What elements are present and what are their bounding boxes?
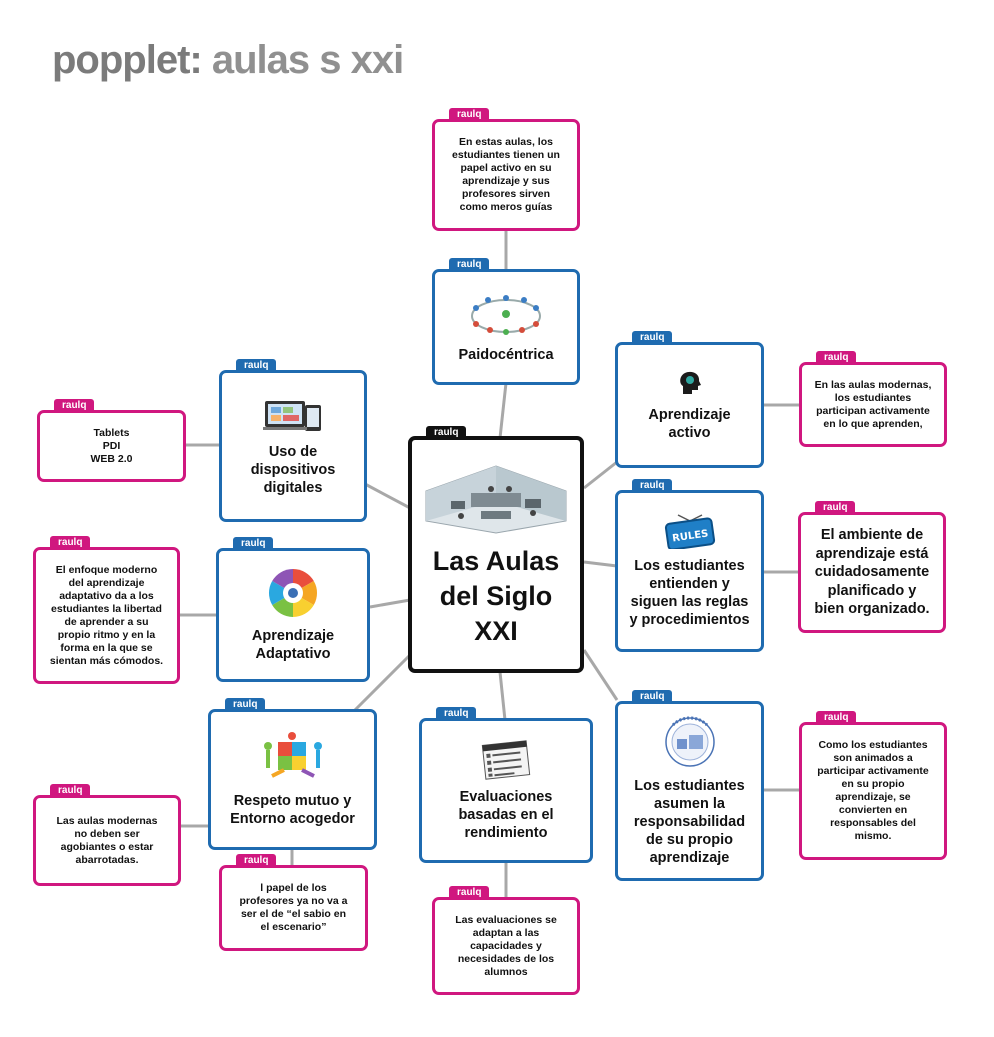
devices-image bbox=[263, 401, 321, 431]
note-dispositivos-text: Tablets PDI WEB 2.0 bbox=[90, 426, 133, 465]
link-center-dispositivos bbox=[364, 482, 411, 510]
note-evaluaciones[interactable]: raulq Las evaluaciones se adaptan a las … bbox=[432, 886, 580, 995]
author-tag: raulq bbox=[50, 536, 91, 550]
node-paidocentrica[interactable]: raulq Paidocéntrica bbox=[432, 258, 580, 385]
node-reglas-label: Los estudiantes entienden y siguen las r… bbox=[629, 558, 750, 628]
responsibility-seal-icon bbox=[664, 716, 715, 767]
note-aprendizaje-activo-text: En las aulas modernas, los estudiantes p… bbox=[814, 378, 932, 430]
node-dispositivos-label: Uso de dispositivos digitales bbox=[250, 444, 336, 496]
author-tag: raulq bbox=[632, 331, 673, 345]
link-center-activo bbox=[583, 460, 618, 490]
central-node-title: Las Aulas del Siglo XXI bbox=[432, 545, 560, 646]
note-aprendizaje-activo[interactable]: raulq En las aulas modernas, los estudia… bbox=[799, 351, 947, 447]
link-center-reglas bbox=[583, 560, 618, 568]
note-responsables-text: Como los estudiantes son animados a part… bbox=[817, 739, 929, 842]
svg-text:RULES: RULES bbox=[671, 529, 708, 545]
author-tag: raulq bbox=[816, 351, 857, 365]
note-respeto-left[interactable]: raulq Las aulas modernas no deben ser ag… bbox=[33, 784, 181, 886]
node-respeto-label: Respeto mutuo y Entorno acogedor bbox=[230, 792, 355, 827]
classroom-image bbox=[421, 460, 571, 536]
rules-sign-icon: RULES bbox=[664, 514, 715, 549]
note-reglas[interactable]: raulq El ambiente de aprendizaje está cu… bbox=[798, 501, 946, 633]
note-adaptativo[interactable]: raulq El enfoque moderno del aprendizaje… bbox=[33, 536, 180, 684]
node-aprendizaje-activo[interactable]: raulq Aprendizaje activo bbox=[615, 331, 764, 468]
node-aprendizaje-activo-label: Aprendizaje activo bbox=[648, 407, 731, 441]
puzzle-people-icon bbox=[263, 731, 322, 778]
author-tag: raulq bbox=[816, 711, 857, 725]
rating-sheet-icon bbox=[481, 739, 531, 780]
note-responsables[interactable]: raulq Como los estudiantes son animados … bbox=[799, 711, 947, 860]
node-paidocentrica-label: Paidocéntrica bbox=[458, 347, 554, 363]
author-tag: raulq bbox=[50, 784, 91, 798]
note-dispositivos[interactable]: raulq Tablets PDI WEB 2.0 bbox=[37, 399, 186, 482]
node-adaptativo[interactable]: raulq Aprendizaje Adaptativo bbox=[216, 537, 370, 682]
node-respeto[interactable]: raulq Respeto mutuo y Entorno acogedor bbox=[208, 698, 377, 850]
link-center-paidocentrica bbox=[498, 382, 508, 439]
link-center-evaluaciones bbox=[498, 671, 507, 721]
note-adaptativo-text: El enfoque moderno del aprendizaje adapt… bbox=[49, 563, 164, 667]
node-evaluaciones[interactable]: raulq Evaluaciones basadas en el rendimi… bbox=[419, 707, 593, 863]
node-dispositivos[interactable]: raulq Uso de dispositivos digitales bbox=[219, 359, 367, 522]
author-tag: raulq bbox=[236, 359, 277, 373]
note-paidocentrica-text: En estas aulas, los estudiantes tienen u… bbox=[452, 136, 560, 213]
header-separator: : bbox=[189, 38, 202, 82]
author-tag: raulq bbox=[426, 426, 467, 440]
note-respeto-bottom[interactable]: raulq l papel de los profesores ya no va… bbox=[219, 854, 368, 951]
learning-wheel-icon bbox=[268, 569, 318, 617]
node-evaluaciones-label: Evaluaciones basadas en el rendimiento bbox=[458, 788, 554, 841]
author-tag: raulq bbox=[815, 501, 856, 515]
author-tag: raulq bbox=[449, 886, 490, 900]
author-tag: raulq bbox=[54, 399, 95, 413]
author-tag: raulq bbox=[632, 479, 673, 493]
central-node[interactable]: raulq Las Aulas del Siglo XXI bbox=[408, 426, 584, 673]
author-tag: raulq bbox=[233, 537, 274, 551]
link-center-adaptativo bbox=[369, 598, 411, 609]
link-center-responsables bbox=[582, 649, 619, 701]
thinking-head-icon bbox=[679, 371, 701, 394]
author-tag: raulq bbox=[449, 258, 490, 272]
link-center-respeto bbox=[353, 653, 412, 712]
popplet-logo[interactable]: popplet bbox=[52, 38, 190, 82]
node-reglas[interactable]: raulq RULES Los estudiantes entienden y … bbox=[615, 479, 764, 652]
popplet-header: popplet: aulas s xxi bbox=[52, 38, 404, 83]
note-reglas-text: El ambiente de aprendizaje está cuidados… bbox=[814, 527, 930, 618]
note-paidocentrica[interactable]: raulq En estas aulas, los estudiantes ti… bbox=[432, 108, 580, 231]
note-respeto-bottom-text: l papel de los profesores ya no va a ser… bbox=[239, 882, 348, 933]
board-title: aulas s xxi bbox=[211, 38, 404, 82]
node-adaptativo-label: Aprendizaje Adaptativo bbox=[251, 628, 335, 662]
node-responsables[interactable]: raulq Los estudiantes asumen la responsa… bbox=[615, 690, 764, 881]
node-responsables-label: Los estudiantes asumen la responsabilida… bbox=[633, 778, 746, 866]
author-tag: raulq bbox=[225, 698, 266, 712]
author-tag: raulq bbox=[449, 108, 490, 122]
author-tag: raulq bbox=[436, 707, 477, 721]
students-circle-image bbox=[471, 295, 541, 335]
note-respeto-left-text: Las aulas modernas no deben ser agobiant… bbox=[56, 814, 158, 866]
author-tag: raulq bbox=[632, 690, 673, 704]
note-evaluaciones-text: Las evaluaciones se adaptan a las capaci… bbox=[455, 913, 557, 978]
author-tag: raulq bbox=[236, 854, 277, 868]
